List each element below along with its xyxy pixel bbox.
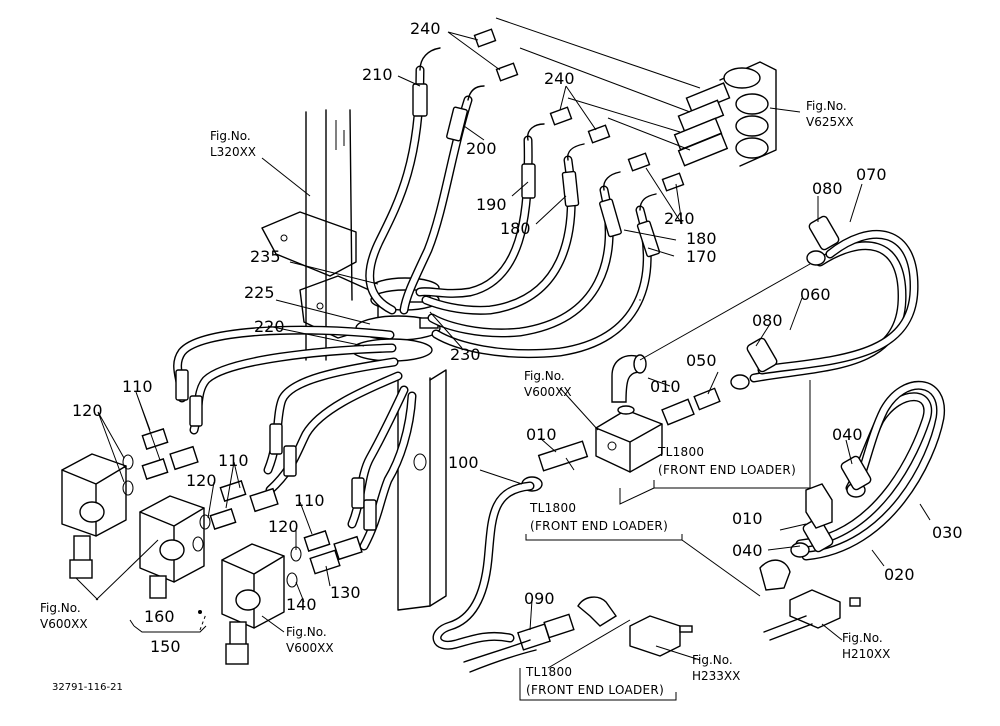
part-label: 110 <box>218 451 249 470</box>
fig-ref-code: L320XX <box>210 145 256 159</box>
part-label: 120 <box>268 517 299 536</box>
fig-ref-code: H210XX <box>842 647 890 661</box>
drawing-code: 32791-116-21 <box>52 682 123 693</box>
quick-couplers <box>495 17 777 167</box>
lower-hose-100 <box>432 299 861 673</box>
part-label: 120 <box>186 471 217 490</box>
fig-ref-label: Fig.No. <box>210 129 251 143</box>
fig-ref-code: V625XX <box>806 115 854 129</box>
part-label: 070 <box>856 165 887 184</box>
part-label: 010 <box>526 425 557 444</box>
left-hoses <box>173 325 417 551</box>
part-label: 210 <box>362 65 393 84</box>
control-valves <box>61 453 285 665</box>
part-label: 180 <box>500 219 531 238</box>
part-label: 240 <box>544 69 575 88</box>
fig-ref-label: Fig.No. <box>524 369 565 383</box>
figure-references: Fig.No. V625XX Fig.No. L320XX Fig.No. V6… <box>40 99 890 683</box>
tl1800-notes: TL1800 (FRONT END LOADER) TL1800 (FRONT … <box>525 445 796 697</box>
fig-ref-code: V600XX <box>40 617 88 631</box>
part-label: 170 <box>686 247 717 266</box>
part-label: 080 <box>752 311 783 330</box>
part-label: 110 <box>294 491 325 510</box>
part-label: 150 <box>150 637 181 656</box>
part-label: 030 <box>932 523 963 542</box>
note-front-end-loader: (FRONT END LOADER) <box>526 683 664 697</box>
part-label: 235 <box>250 247 281 266</box>
fig-ref-label: Fig.No. <box>286 625 327 639</box>
fig-ref-label: Fig.No. <box>40 601 81 615</box>
fig-ref-label: Fig.No. <box>806 99 847 113</box>
part-label: 110 <box>122 377 153 396</box>
part-label: 040 <box>732 541 763 560</box>
note-model: TL1800 <box>525 665 572 679</box>
valve-adapters <box>122 428 363 588</box>
part-label: 020 <box>884 565 915 584</box>
part-label: 200 <box>466 139 497 158</box>
part-label: 100 <box>448 453 479 472</box>
part-label: 230 <box>450 345 481 364</box>
part-label: 010 <box>732 509 763 528</box>
fig-ref-code: V600XX <box>524 385 572 399</box>
top-hose-bundle <box>365 47 661 359</box>
part-label: 240 <box>664 209 695 228</box>
adapters-240 <box>473 28 685 192</box>
part-label: 220 <box>254 317 285 336</box>
part-label: 240 <box>410 19 441 38</box>
part-label: 060 <box>800 285 831 304</box>
manifold-and-fittings <box>521 263 811 492</box>
part-label: 160 <box>144 607 175 626</box>
right-hose-loops <box>730 215 946 561</box>
fig-ref-code: V600XX <box>286 641 334 655</box>
fig-ref-label: Fig.No. <box>842 631 883 645</box>
part-labels: 240 210 200 190 180 170 240 240 180 080 … <box>72 19 963 656</box>
part-label: 130 <box>330 583 361 602</box>
part-label: 225 <box>244 283 275 302</box>
part-label: 050 <box>686 351 717 370</box>
leader-lines <box>75 31 931 661</box>
note-front-end-loader: (FRONT END LOADER) <box>658 463 796 477</box>
tl1800-brackets <box>129 380 811 701</box>
part-label: 180 <box>686 229 717 248</box>
part-label: 140 <box>286 595 317 614</box>
part-label: 120 <box>72 401 103 420</box>
part-label: 010 <box>650 377 681 396</box>
note-model: TL1800 <box>657 445 704 459</box>
part-label: 080 <box>812 179 843 198</box>
part-label: 040 <box>832 425 863 444</box>
note-front-end-loader: (FRONT END LOADER) <box>530 519 668 533</box>
note-model: TL1800 <box>529 501 576 515</box>
fig-ref-code: H233XX <box>692 669 740 683</box>
part-label: 090 <box>524 589 555 608</box>
part-label: 190 <box>476 195 507 214</box>
fig-ref-label: Fig.No. <box>692 653 733 667</box>
